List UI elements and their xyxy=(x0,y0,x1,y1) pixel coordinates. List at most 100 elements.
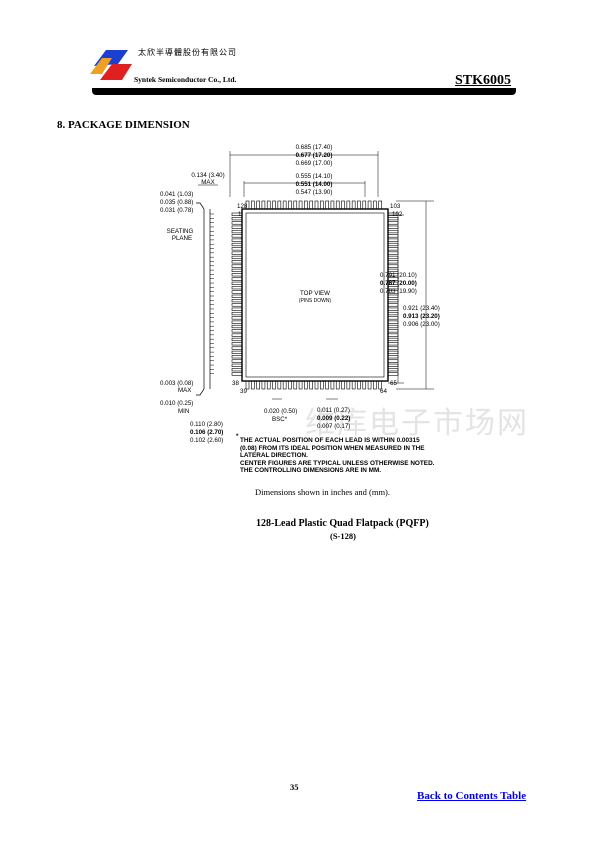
lead xyxy=(231,333,243,337)
lead xyxy=(231,337,243,342)
lead xyxy=(346,380,351,390)
lead xyxy=(387,294,399,298)
lead xyxy=(288,380,292,390)
lead xyxy=(256,200,260,210)
lead xyxy=(231,372,243,376)
lead xyxy=(330,380,335,390)
lead xyxy=(231,247,243,251)
lead xyxy=(231,350,243,355)
lead xyxy=(341,380,345,390)
pin-label-1: 1 xyxy=(238,211,242,218)
lead xyxy=(387,260,399,264)
dim-lead-width-3: 0.007 (0.17) xyxy=(317,423,350,430)
lead xyxy=(387,372,399,376)
lead xyxy=(277,200,282,210)
note-line: (0.08) FROM ITS IDEAL POSITION WHEN MEAS… xyxy=(240,444,425,452)
dim-height-max: 0.134 (3.40) xyxy=(191,172,224,179)
back-to-contents-link[interactable]: Back to Contents Table xyxy=(417,790,527,802)
lead xyxy=(314,380,319,390)
dim-top-3: 0.669 (17.00) xyxy=(296,160,333,167)
note-line: THE ACTUAL POSITION OF EACH LEAD IS WITH… xyxy=(240,437,420,444)
package-die-outline xyxy=(245,212,385,378)
company-name-chinese: 太欣半導體股份有限公司 xyxy=(138,48,237,57)
lead xyxy=(387,264,399,268)
lead xyxy=(282,200,287,210)
lead xyxy=(387,329,399,333)
note-asterisk: * xyxy=(236,433,239,440)
pin-label-39: 39 xyxy=(240,388,247,395)
pin-label-64: 64 xyxy=(380,388,387,395)
lead xyxy=(387,221,399,225)
lead xyxy=(387,320,399,324)
syntek-logo-icon xyxy=(90,50,132,80)
lead xyxy=(320,200,324,210)
lead xyxy=(387,225,399,229)
lead xyxy=(231,294,243,298)
header-divider xyxy=(92,88,516,95)
lead xyxy=(351,380,356,390)
pin-label-128: 128 xyxy=(237,203,248,210)
lead xyxy=(387,350,399,355)
units-caption: Dimensions shown in inches and (mm). xyxy=(254,487,391,497)
lead xyxy=(231,277,243,281)
dim-right-outer-3: 0.906 (23.00) xyxy=(403,321,440,328)
lead xyxy=(387,355,399,359)
lead xyxy=(231,229,243,234)
dim-inner-2: 0.551 (14.00) xyxy=(296,181,333,188)
lead xyxy=(231,311,243,316)
dim-top-1: 0.685 (17.40) xyxy=(296,144,333,151)
dim-pitch-label: BSC* xyxy=(272,416,288,423)
lead xyxy=(231,363,243,367)
lead xyxy=(387,234,399,238)
lead xyxy=(231,359,243,363)
lead xyxy=(387,251,399,255)
dim-thickness-2: 0.106 (2.70) xyxy=(190,429,223,436)
lead xyxy=(231,355,243,359)
seating-plane-label-1: SEATING xyxy=(167,228,194,235)
dim-lead-3: 0.031 (0.78) xyxy=(160,207,193,214)
lead xyxy=(231,264,243,268)
lead xyxy=(387,242,399,247)
dim-height-max-label: MAX xyxy=(201,179,214,186)
company-name-english: Syntek Semiconductor Co., Ltd. xyxy=(134,75,237,84)
package-body xyxy=(241,208,389,382)
lead xyxy=(231,299,243,303)
lead xyxy=(266,200,271,210)
lead xyxy=(251,380,255,390)
lead xyxy=(387,363,399,367)
lead xyxy=(231,303,243,307)
lead xyxy=(387,368,399,372)
lead xyxy=(231,242,243,247)
lead xyxy=(357,380,361,390)
lead xyxy=(335,380,340,390)
lead xyxy=(251,200,255,210)
pin-label-65: 65 xyxy=(390,380,397,387)
lead xyxy=(231,324,243,329)
lead xyxy=(346,200,351,210)
package-notes: THE ACTUAL POSITION OF EACH LEAD IS WITH… xyxy=(240,437,460,475)
lead xyxy=(309,200,313,210)
lead xyxy=(298,200,303,210)
lead xyxy=(272,380,276,390)
lead xyxy=(357,200,361,210)
lead xyxy=(387,247,399,251)
lead xyxy=(309,380,313,390)
watermark: 维库电子市场网 xyxy=(305,406,529,441)
lead xyxy=(272,200,276,210)
dim-right-inner-2: 0.787 (20.00) xyxy=(380,280,417,287)
pin-label-103: 103 xyxy=(390,203,401,210)
lead xyxy=(298,380,303,390)
lead xyxy=(387,303,399,307)
lead xyxy=(231,286,243,290)
lead xyxy=(387,307,399,311)
lead xyxy=(325,380,329,390)
package-caption: 128-Lead Plastic Quad Flatpack (PQFP) xyxy=(256,518,429,529)
lead xyxy=(320,380,324,390)
dim-lead-2: 0.035 (0.88) xyxy=(160,199,193,206)
dim-thickness-1: 0.110 (2.80) xyxy=(190,421,223,428)
lead xyxy=(304,380,308,390)
dim-right-inner-1: 0.791 (20.10) xyxy=(380,272,417,279)
lead xyxy=(231,281,243,285)
note-line: LATERAL DIRECTION. xyxy=(240,452,308,460)
lead xyxy=(341,200,345,210)
